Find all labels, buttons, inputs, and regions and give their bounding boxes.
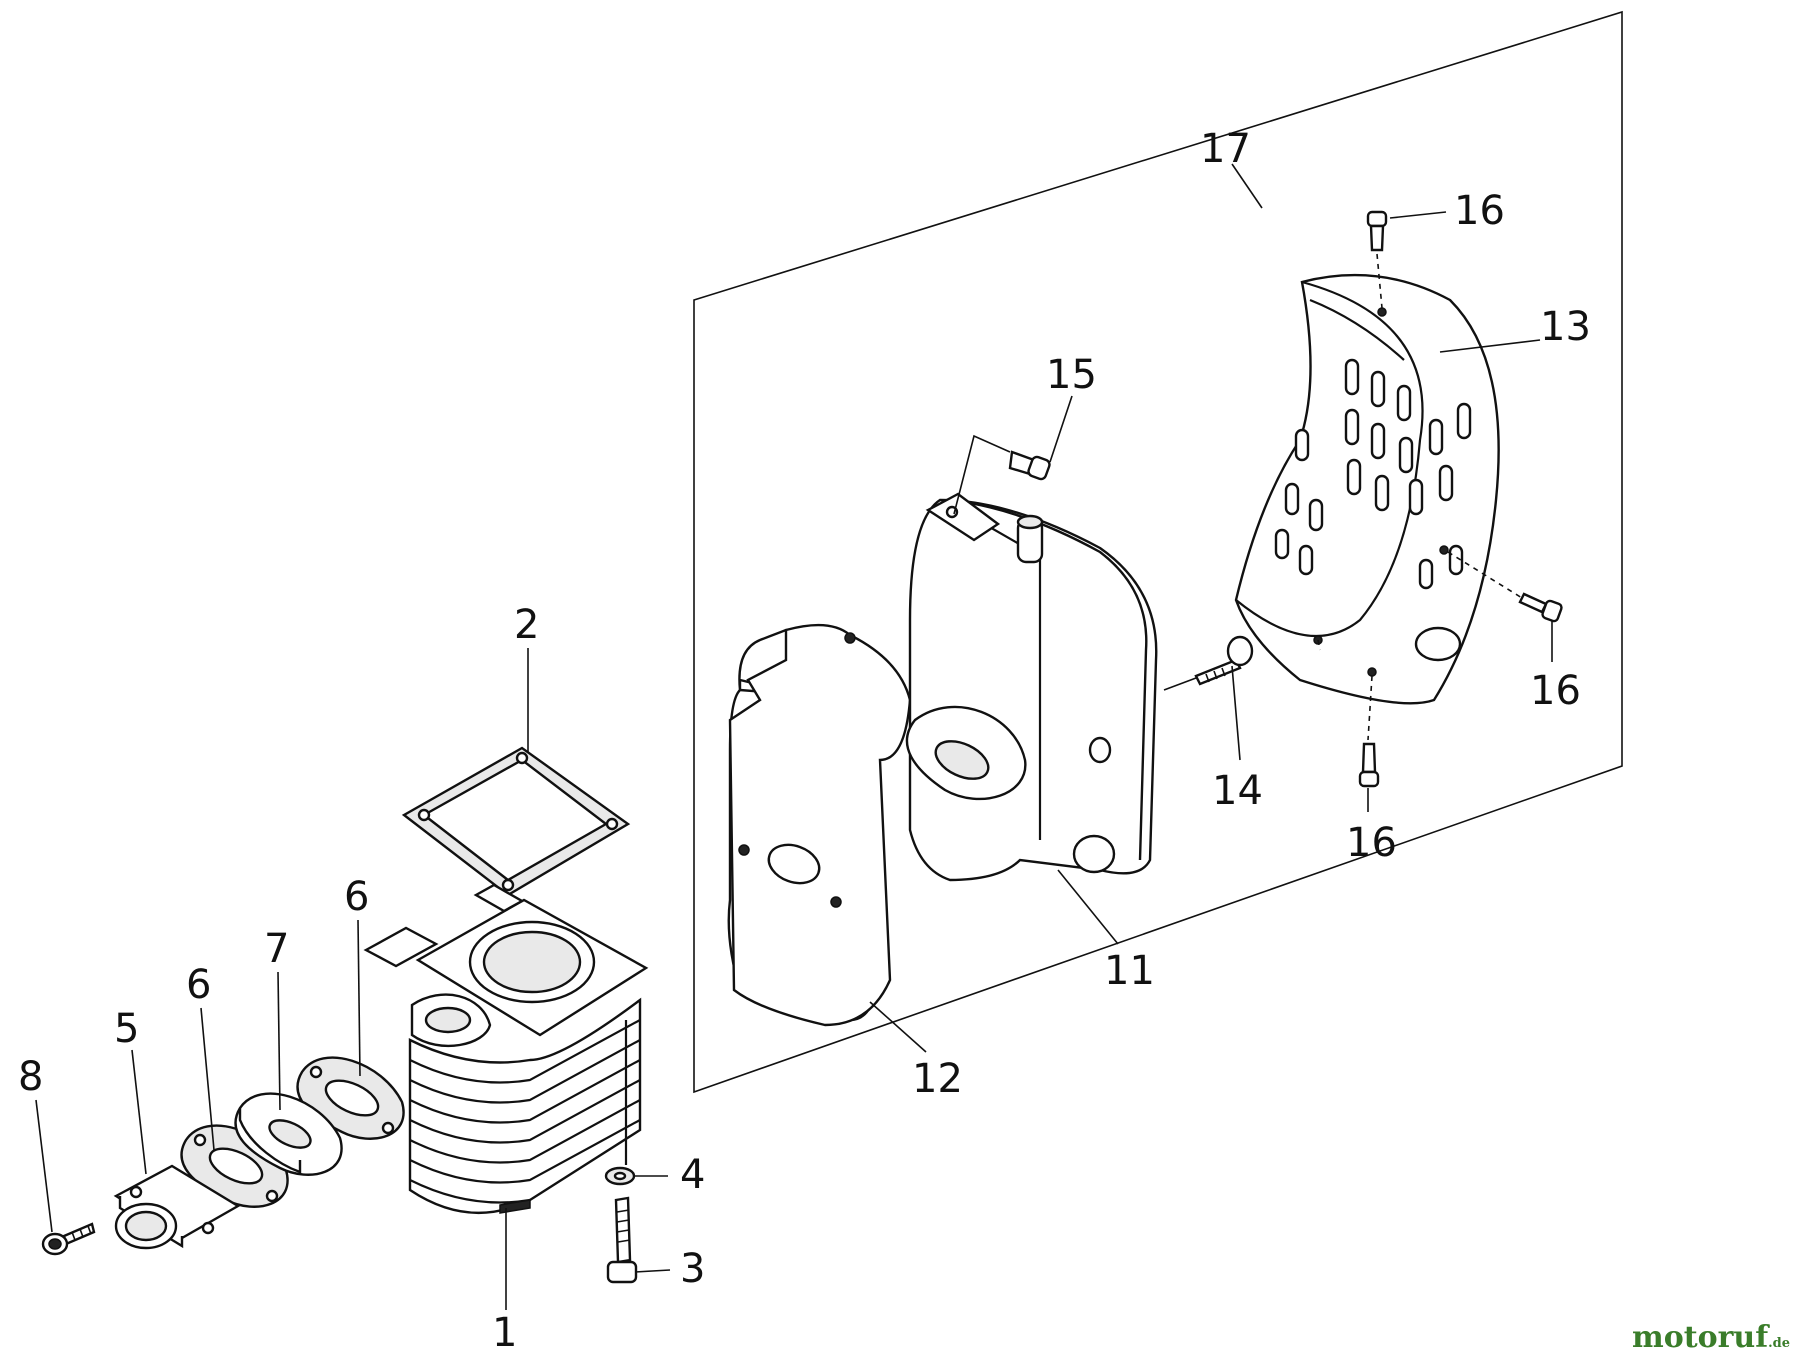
callout-16-right: 16 (1530, 668, 1581, 714)
callout-15: 15 (1046, 352, 1097, 398)
callout-2: 2 (514, 602, 539, 648)
callout-4: 4 (680, 1152, 705, 1198)
watermark-suffix: .de (1768, 1336, 1790, 1351)
part-7-spacer (234, 1092, 343, 1176)
callout-1: 1 (492, 1310, 517, 1356)
part-5-intake-flange (113, 1164, 241, 1250)
part-12-heat-shield (727, 623, 912, 1027)
callout-3: 3 (680, 1246, 705, 1292)
part-16-bolt-top (1366, 210, 1388, 252)
callout-16-bottom: 16 (1346, 820, 1397, 866)
part-8-screw (41, 1222, 96, 1256)
callout-16-top: 16 (1454, 188, 1505, 234)
part-2-gasket (401, 746, 631, 897)
part-16-bolt-right (1518, 592, 1563, 623)
watermark-logo: motoruf.de (1632, 1320, 1790, 1355)
callout-labels: 1 2 3 4 5 6 7 6 8 11 12 13 14 15 16 16 1… (18, 126, 1591, 1356)
kit-boundary (693, 10, 1623, 1094)
part-11-muffler (905, 492, 1158, 882)
part-15-bolt (1008, 450, 1051, 481)
watermark-text: motoruf (1631, 1320, 1769, 1355)
callout-8: 8 (18, 1054, 43, 1100)
callout-11: 11 (1104, 948, 1155, 994)
part-3-bolt (606, 1196, 638, 1284)
callout-5: 5 (114, 1006, 139, 1052)
assembly-lines (953, 253, 1523, 741)
callout-13: 13 (1540, 304, 1591, 350)
leader-lines (35, 163, 1553, 1310)
callout-7: 7 (264, 926, 289, 972)
part-1-cylinder (363, 883, 649, 1215)
part-14-bolt (1194, 635, 1254, 686)
part-16-bolt-bottom (1358, 742, 1380, 788)
callout-6-right: 6 (344, 874, 369, 920)
callout-12: 12 (912, 1056, 963, 1102)
callout-17: 17 (1200, 126, 1251, 172)
part-4-washer (604, 1166, 636, 1186)
part-13-guard-cover (1234, 273, 1500, 705)
callout-6-left: 6 (186, 962, 211, 1008)
callout-14: 14 (1212, 768, 1263, 814)
